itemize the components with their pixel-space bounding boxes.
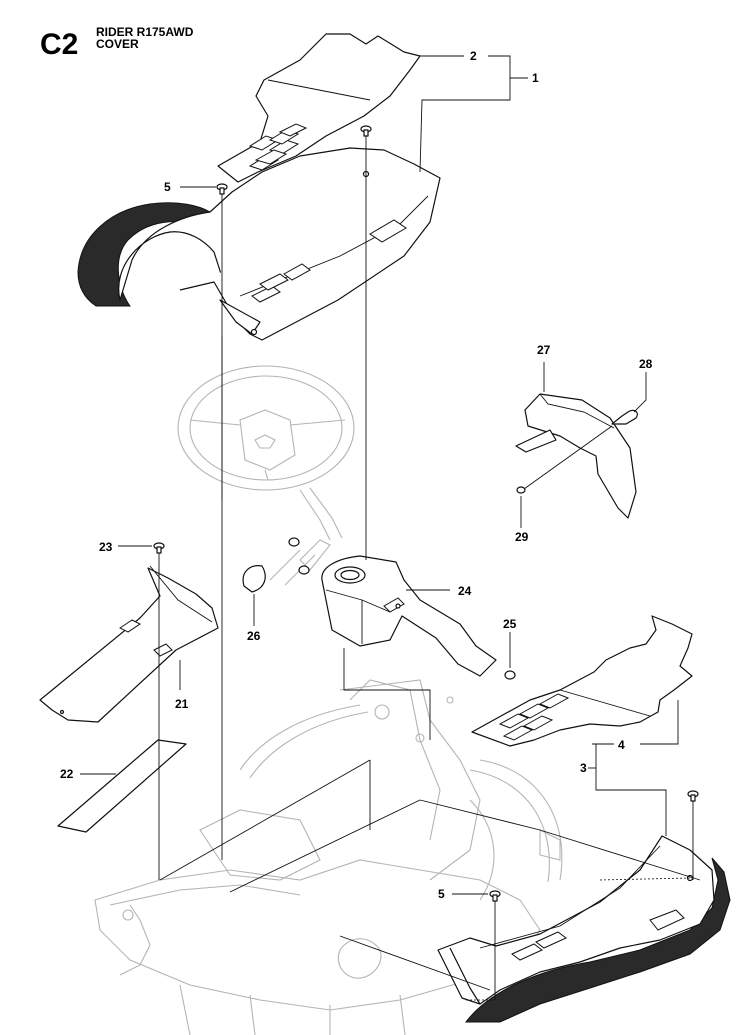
part-4-front-mat [471, 615, 693, 747]
assembly-lines [158, 136, 701, 1001]
callout-21: 21 [175, 697, 189, 711]
part-24-fuel-tank [298, 555, 497, 677]
part-1-rear-fender-cover [77, 147, 441, 341]
callout-28: 28 [639, 357, 653, 371]
part-5-screw-top [216, 183, 228, 195]
steering-wheel-ghost [177, 365, 355, 541]
callout-24: 24 [458, 584, 472, 598]
callout-23: 23 [99, 540, 113, 554]
part-screw-rear-cover [360, 125, 372, 137]
part-23-screw [153, 542, 165, 554]
callout-25: 25 [503, 617, 517, 631]
callout-4: 4 [618, 738, 625, 752]
callout-leaders [80, 55, 679, 895]
callout-29: 29 [515, 530, 529, 544]
part-2-rear-mat [217, 33, 421, 183]
chassis-frame-ghost [94, 539, 563, 1035]
callout-26: 26 [247, 629, 261, 643]
part-27-console-cover [515, 393, 637, 519]
part-29-nut [516, 486, 526, 494]
model-title: RIDER R175AWD [96, 25, 194, 39]
part-5-screw-bottom [489, 890, 501, 902]
part-22-strip [57, 739, 187, 833]
part-3-front-fender-cover [437, 835, 731, 1023]
callout-3: 3 [580, 761, 587, 775]
section-title: COVER [96, 37, 139, 51]
section-code: C2 [40, 28, 78, 61]
callout-27: 27 [537, 343, 551, 357]
callout-5-bottom: 5 [438, 887, 445, 901]
part-screw-front-right [687, 790, 699, 802]
part-25-screw [504, 670, 516, 680]
part-26-knob [242, 537, 300, 593]
callout-labels: 2 1 5 27 28 29 23 24 25 26 21 4 3 22 5 [60, 49, 653, 901]
part-28-clip [611, 409, 638, 425]
callout-22: 22 [60, 767, 74, 781]
callout-5-top: 5 [164, 180, 171, 194]
callout-1: 1 [532, 71, 539, 85]
callout-2: 2 [470, 49, 477, 63]
part-21-left-panel [39, 565, 219, 723]
